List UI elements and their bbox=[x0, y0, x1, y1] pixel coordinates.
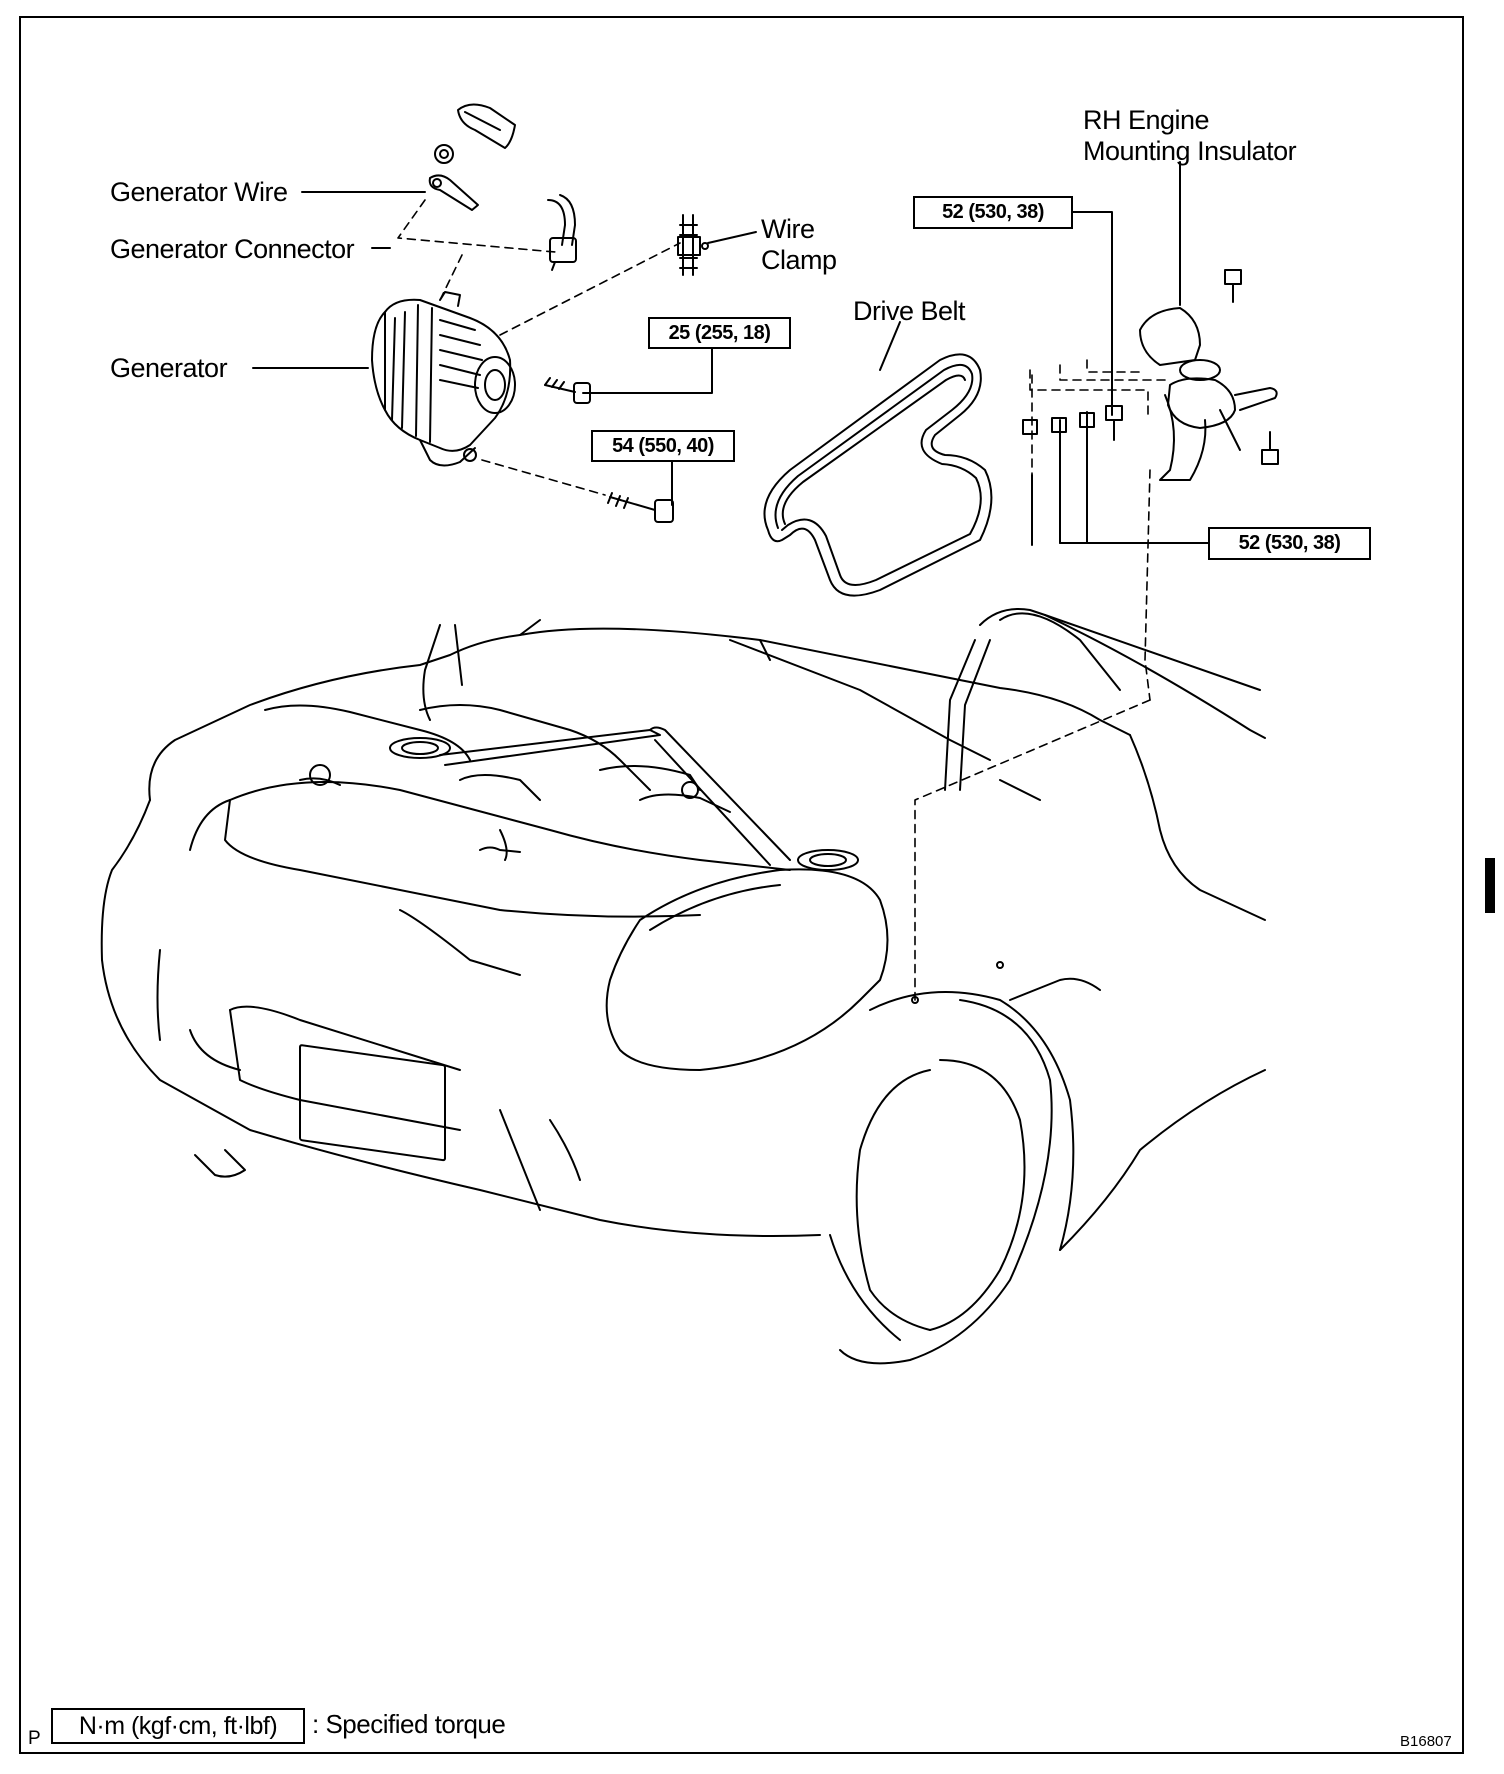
wire-clamp-label-line1: Wire bbox=[761, 214, 815, 244]
bolts bbox=[544, 269, 1279, 523]
generator-part bbox=[371, 291, 516, 467]
drive-belt-part bbox=[763, 353, 993, 597]
dashed-lines bbox=[397, 199, 1171, 1001]
torque-unit-legend-box: N·m (kgf·cm, ft·lbf) bbox=[51, 1708, 305, 1744]
diagram-frame bbox=[19, 16, 1464, 1754]
torque-box-generator-pivot: 54 (550, 40) bbox=[591, 430, 735, 462]
rh-engine-label-line1: RH Engine bbox=[1083, 105, 1210, 135]
figure-code: B16807 bbox=[1400, 1733, 1452, 1750]
wire-clamp-label-line2: Clamp bbox=[761, 245, 837, 275]
drive-belt-label: Drive Belt bbox=[853, 296, 966, 326]
generator-connector-label: Generator Connector bbox=[110, 234, 355, 264]
generator-wire-parts bbox=[428, 103, 577, 271]
wire-clamp-part bbox=[677, 214, 709, 276]
page-letter: P bbox=[28, 1728, 41, 1749]
rh-engine-label-line2: Mounting Insulator bbox=[1083, 136, 1297, 166]
rh-engine-mount-part bbox=[1139, 307, 1278, 481]
torque-box-generator-bolt: 25 (255, 18) bbox=[648, 317, 791, 349]
specified-torque-legend-text: : Specified torque bbox=[312, 1709, 506, 1739]
torque-box-rh-mount-upper: 52 (530, 38) bbox=[913, 196, 1073, 229]
generator-label: Generator bbox=[110, 353, 228, 383]
car-body bbox=[100, 608, 1266, 1365]
torque-box-rh-mount-lower: 52 (530, 38) bbox=[1208, 527, 1371, 560]
generator-wire-label: Generator Wire bbox=[110, 177, 288, 207]
section-margin-bar bbox=[1485, 858, 1495, 913]
